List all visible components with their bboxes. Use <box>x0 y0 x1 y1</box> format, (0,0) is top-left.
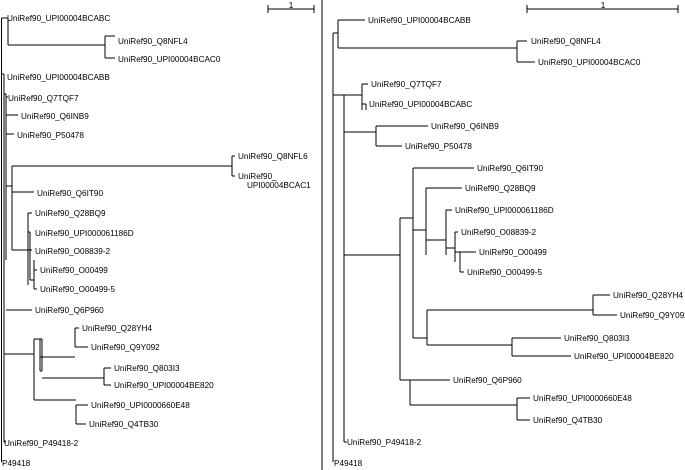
right-leaf-label: UniRef90_UPI0000660E48 <box>533 394 632 403</box>
left-leaf-label: UniRef90_UPI00004BCAC0 <box>118 55 221 64</box>
right-tree-branches <box>332 19 617 462</box>
right-tree-leaf-labels: UniRef90_UPI00004BCABB UniRef90_Q8NFL4 U… <box>334 16 685 468</box>
left-leaf-label: UniRef90_Q8NFL4 <box>118 37 188 46</box>
right-leaf-label: UniRef90_Q6P960 <box>453 376 522 385</box>
left-leaf-label: P49418 <box>2 459 31 468</box>
right-leaf-label: UniRef90_Q6INB9 <box>431 122 499 131</box>
right-leaf-label: UniRef90_UPI00004BCAC0 <box>538 58 641 67</box>
right-leaf-label: UniRef90_O00499-5 <box>467 268 543 277</box>
left-leaf-label: UniRef90_Q6IT90 <box>37 189 103 198</box>
right-leaf-label: UniRef90_O00499 <box>479 248 547 257</box>
left-leaf-label: UniRef90_Q9Y092 <box>91 343 160 352</box>
left-leaf-label: UniRef90_Q7TQF7 <box>8 94 79 103</box>
left-scale-label: 1 <box>289 1 294 10</box>
left-leaf-label: UniRef90_Q6P960 <box>35 306 104 315</box>
left-leaf-label: UniRef90_Q8NFL6 <box>238 152 308 161</box>
left-leaf-label: UniRef90_UPI000061186D <box>35 229 134 238</box>
left-leaf-label: UniRef90_ <box>238 172 277 181</box>
left-leaf-label: UniRef90_UPI00004BCABC <box>7 14 110 23</box>
left-leaf-label: UniRef90_UPI00004BE820 <box>114 381 214 390</box>
right-leaf-label: UniRef90_Q6IT90 <box>477 164 543 173</box>
right-leaf-label: UniRef90_Q28BQ9 <box>465 184 536 193</box>
right-leaf-label: UniRef90_Q28YH4 <box>613 291 684 300</box>
right-leaf-label: UniRef90_O08839-2 <box>461 228 537 237</box>
right-leaf-label: UniRef90_Q803I3 <box>564 334 630 343</box>
left-leaf-label: UniRef90_UPI0000660E48 <box>91 401 190 410</box>
left-tree-leaf-labels: UniRef90_UPI00004BCABC UniRef90_Q8NFL4 U… <box>2 14 311 468</box>
left-leaf-label: UniRef90_Q4TB30 <box>89 420 159 429</box>
left-leaf-label: UniRef90_O08839-2 <box>35 247 111 256</box>
right-leaf-label: UniRef90_UPI000061186D <box>455 206 554 215</box>
right-leaf-label: UniRef90_Q9Y092 <box>620 311 685 320</box>
right-leaf-label: UniRef90_Q4TB30 <box>533 416 603 425</box>
left-leaf-label: UniRef90_UPI00004BCABB <box>7 73 110 82</box>
right-scale-label: 1 <box>601 1 606 10</box>
left-leaf-label: UniRef90_P49418-2 <box>4 439 79 448</box>
left-leaf-label: UniRef90_O00499-5 <box>40 285 116 294</box>
right-tree: 1 UniRef90_UPI00004BCABB UniRef90_Q8NFL4… <box>332 1 685 468</box>
left-leaf-label: UniRef90_Q6INB9 <box>21 112 89 121</box>
left-leaf-label: UniRef90_Q803I3 <box>114 364 180 373</box>
right-leaf-label: UniRef90_UPI00004BCABB <box>368 16 471 25</box>
left-leaf-label: UniRef90_Q28BQ9 <box>35 209 106 218</box>
right-leaf-label: UniRef90_P50478 <box>405 142 472 151</box>
left-tree-branches <box>1 17 235 462</box>
left-scale-bar: 1 <box>267 1 315 13</box>
left-leaf-label: UniRef90_P50478 <box>17 131 84 140</box>
right-leaf-label: UniRef90_UPI00004BE820 <box>574 352 674 361</box>
right-scale-bar: 1 <box>526 1 679 13</box>
left-leaf-label: UniRef90_O00499 <box>40 266 108 275</box>
right-leaf-label: UniRef90_UPI00004BCABC <box>369 100 472 109</box>
right-leaf-label: UniRef90_Q7TQF7 <box>371 80 442 89</box>
left-leaf-label: UniRef90_Q28YH4 <box>82 324 153 333</box>
right-leaf-label: UniRef90_P49418-2 <box>347 438 422 447</box>
left-tree: 1 UniRef90_UPI00004BCABC UniRef90_Q8NFL4… <box>1 1 315 468</box>
left-leaf-label: UPI00004BCAC1 <box>247 181 311 190</box>
right-leaf-label: UniRef90_Q8NFL4 <box>531 37 601 46</box>
right-leaf-label: P49418 <box>334 459 363 468</box>
